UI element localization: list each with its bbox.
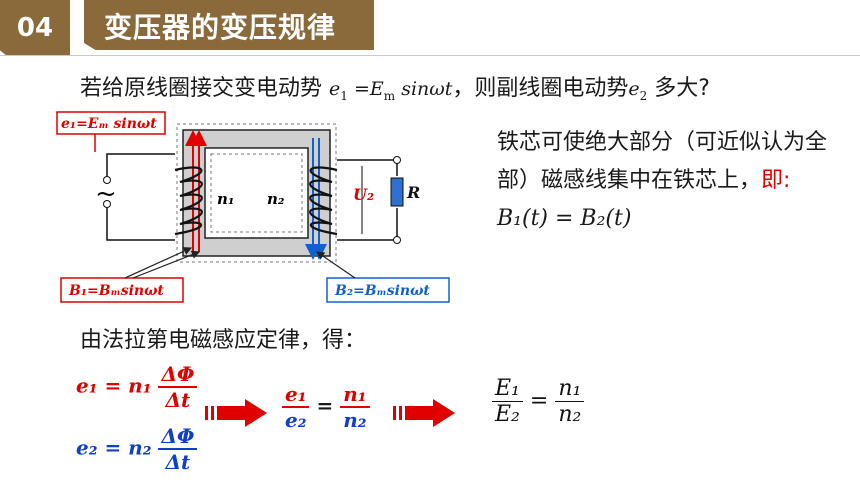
- secondary-coil: [309, 166, 338, 236]
- flux-equal-formula: B₁(t) = B₂(t): [497, 206, 632, 231]
- label-r: R: [406, 183, 420, 202]
- e2-lhs: e₂ = n₂: [76, 435, 152, 460]
- emf1-formula: e1 =Em sinωt: [329, 78, 453, 103]
- label-e1: e₁=Eₘ sinωt: [61, 116, 157, 132]
- primary-wire-bottom: [106, 208, 175, 241]
- label-b2: B₂=Bₘsinωt: [334, 283, 430, 299]
- secondary-wire-top: [337, 159, 398, 176]
- label-n1: n₁: [217, 190, 234, 208]
- label-b1-box: [60, 277, 184, 303]
- e1-lhs: e₁ = n₁: [76, 373, 152, 398]
- question-line: 若给原线圈接交变电动势 e1 =Em sinωt，则副线圈电动势e2 多大?: [80, 70, 710, 103]
- section-number-badge: 04: [0, 0, 70, 56]
- label-b1: B₁=Bₘsinωt: [68, 283, 164, 299]
- secondary-wire-bottom: [337, 208, 398, 241]
- transformer-diagram: ~ U₂ R n₁ n₂ e₁=Eₘ sinωt B₁=Bₘsinωt B₂=B…: [56, 111, 450, 303]
- question-mid: ，则副线圈电动势: [452, 76, 629, 101]
- arrow-icon-1: [205, 399, 267, 427]
- law-statement: 由法拉第电磁感应定律，得：: [80, 328, 367, 353]
- section-number: 04: [16, 13, 54, 43]
- side-highlight: 即:: [761, 168, 791, 193]
- iron-core: [182, 129, 331, 257]
- side-text: 铁芯可使绝大部分（可近似认为全部）磁感线集中在铁芯上，: [497, 130, 828, 193]
- question-suffix: 多大?: [654, 76, 710, 101]
- resistor: [390, 177, 404, 207]
- arrow-icon-2: [393, 399, 455, 427]
- question-prefix: 若给原线圈接交变电动势: [80, 76, 323, 101]
- title-bar: [84, 0, 374, 50]
- primary-wire-top: [106, 153, 175, 176]
- header-divider: [0, 55, 860, 56]
- core-dash-outer: [176, 123, 337, 263]
- label-e1-box: [56, 111, 166, 135]
- page-title: 变压器的变压规律: [104, 11, 337, 44]
- label-u2: U₂: [353, 185, 374, 204]
- emf2-symbol: e2: [628, 78, 648, 103]
- ac-source-symbol: ~: [95, 179, 117, 209]
- side-explanation: 铁芯可使绝大部分（可近似认为全部）磁感线集中在铁芯上，即: B₁(t) = B₂…: [497, 124, 827, 238]
- primary-coil: [174, 166, 203, 236]
- label-n2: n₂: [267, 190, 285, 208]
- label-b2-box: [326, 277, 450, 303]
